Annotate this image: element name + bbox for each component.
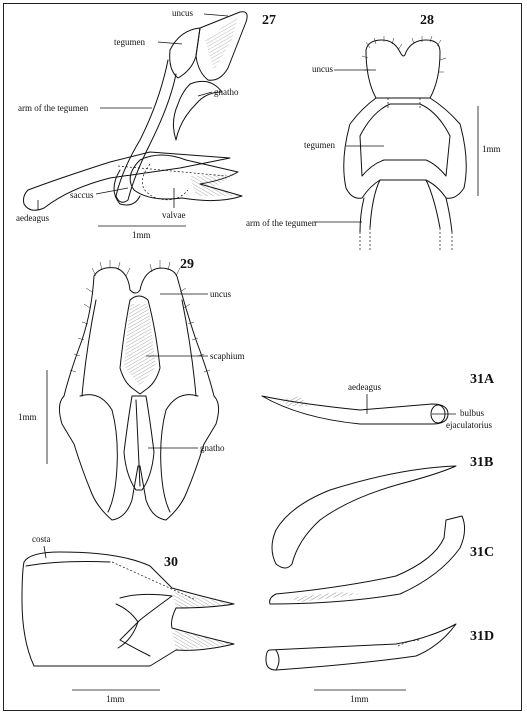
figure-30: 30 costa 1mm [21,534,235,704]
fig27-label-gnatho: gnatho [214,87,239,97]
fig31d-aedeagus-shape [265,623,457,671]
figure-frame [3,3,522,711]
fig29-outer-shape [58,267,220,521]
fig29-gnatho-shape [123,395,155,491]
fig29-scaphium-shape [119,295,161,395]
figure-31b-number: 31B [470,455,493,470]
fig27-label-valvae: valvae [162,210,185,220]
fig27-scale-label: 1mm [132,230,151,240]
figure-30-number: 30 [164,555,178,570]
fig27-label-uncus: uncus [172,8,193,18]
fig27-valvae-shape [129,154,243,202]
fig27-label-arm: arm of the tegumen [18,103,89,113]
fig29-scale-label: 1mm [18,412,37,422]
fig29-label-uncus: uncus [210,289,231,299]
figure-31c-number: 31C [470,545,494,560]
fig31b-aedeagus-shape [271,465,457,569]
figure-27-number: 27 [262,13,276,28]
fig27-label-saccus: saccus [70,190,94,200]
fig27-uncus-shape [195,11,248,81]
figure-31a-number: 31A [470,372,495,387]
figure-29-number: 29 [180,257,194,272]
fig31c-aedeagus-shape [269,515,466,605]
fig29-label-scaphium: scaphium [210,351,245,361]
figure-31: 31A aedeagus bulbus ejaculatorius 31B 31… [261,372,495,704]
fig27-label-tegumen: tegumen [114,37,145,47]
fig31a-label-bulbus: bulbus [460,408,485,418]
figure-28-number: 28 [420,13,434,28]
fig28-uncus-shape [365,39,441,99]
fig28-scale-label: 1mm [482,144,501,154]
fig27-aedeagus-shape [23,151,231,211]
fig27-label-aedeagus: aedeagus [16,213,49,223]
fig30-valva-shape [21,551,235,667]
fig27-arm-shape [115,59,177,203]
fig28-tegumen-shape [343,97,467,199]
fig28-label-uncus: uncus [312,64,333,74]
fig27-tegumen-shape [169,27,201,79]
fig31-scale-label: 1mm [350,694,369,704]
fig30-label-costa: costa [32,534,51,544]
figure-28: 28 uncus tegumen arm of the tegumen [246,13,501,252]
fig29-label-gnatho: gnatho [200,443,225,453]
fig27-gnatho-shape [172,80,223,141]
figure-27: 27 uncus tegumen gnatho arm of the tegum… [16,8,276,240]
figure-29: 29 uncus scaphium gnatho [18,257,245,521]
fig31a-label-aedeagus: aedeagus [348,382,381,392]
fig31a-label-ejaculatorius: ejaculatorius [446,420,492,430]
fig30-scale-label: 1mm [106,694,125,704]
fig28-label-arm: arm of the tegumen [246,218,317,228]
figure-31d-number: 31D [470,629,494,644]
fig28-label-tegumen: tegumen [304,140,335,150]
